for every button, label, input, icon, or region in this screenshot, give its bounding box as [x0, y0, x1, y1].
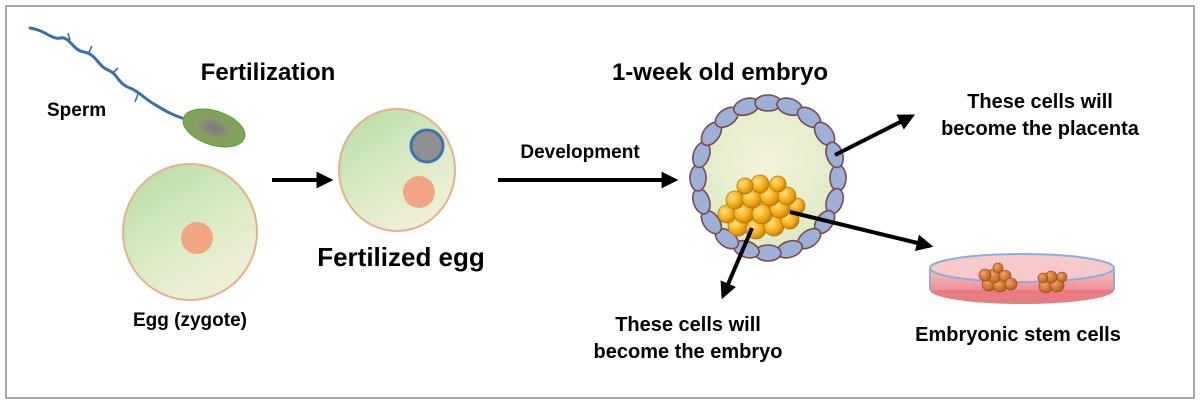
label-embryo-title: 1-week old embryo [612, 59, 828, 86]
stem-cell [1004, 277, 1018, 291]
label-embryo-line2: become the embryo [594, 341, 783, 363]
label-embryo-line1: These cells will [615, 314, 761, 336]
inner-cell [736, 177, 754, 195]
dish-rim [929, 253, 1115, 283]
label-embryonic-stem-cells: Embryonic stem cells [915, 324, 1121, 346]
inner-cell [777, 186, 797, 206]
label-placenta-line1: These cells will [967, 91, 1113, 113]
arrow-to-embryo [720, 227, 754, 300]
stem-cell-colony-left [978, 262, 1018, 293]
egg-zygote [122, 163, 258, 301]
arrow-to-placenta [834, 114, 915, 157]
stem-cell [992, 262, 1004, 274]
trophoblast-cell [689, 164, 707, 192]
label-sperm: Sperm [47, 100, 106, 121]
sperm-tail [28, 26, 184, 120]
label-fertilization: Fertilization [201, 59, 336, 86]
label-placenta-line2: become the placenta [941, 118, 1140, 140]
female-pronucleus [403, 176, 435, 208]
label-egg-zygote: Egg (zygote) [133, 310, 247, 331]
stem-cell [1056, 271, 1068, 283]
fertilized-egg-cell [338, 108, 456, 232]
male-pronucleus [409, 128, 445, 164]
arrow-to-stem-cells [789, 210, 934, 251]
trophoblast-cell [829, 164, 847, 192]
label-development: Development [520, 142, 640, 163]
inner-cell-mass [717, 174, 806, 240]
stem-cell [978, 268, 992, 282]
inner-cell [750, 174, 770, 194]
sperm [28, 26, 246, 148]
fertilized-egg [338, 108, 456, 232]
egg-nucleus [181, 222, 213, 254]
inner-cell [769, 175, 787, 193]
label-fertilized-egg: Fertilized egg [317, 242, 485, 272]
stem-cell-colony-right [1037, 270, 1068, 294]
inner-cell [725, 190, 745, 210]
stem-cell [1037, 272, 1049, 284]
petri-dish [929, 253, 1115, 304]
sperm-head [182, 108, 246, 148]
sperm-tail-bristles [67, 32, 139, 103]
trophoblast-cells [689, 94, 847, 262]
